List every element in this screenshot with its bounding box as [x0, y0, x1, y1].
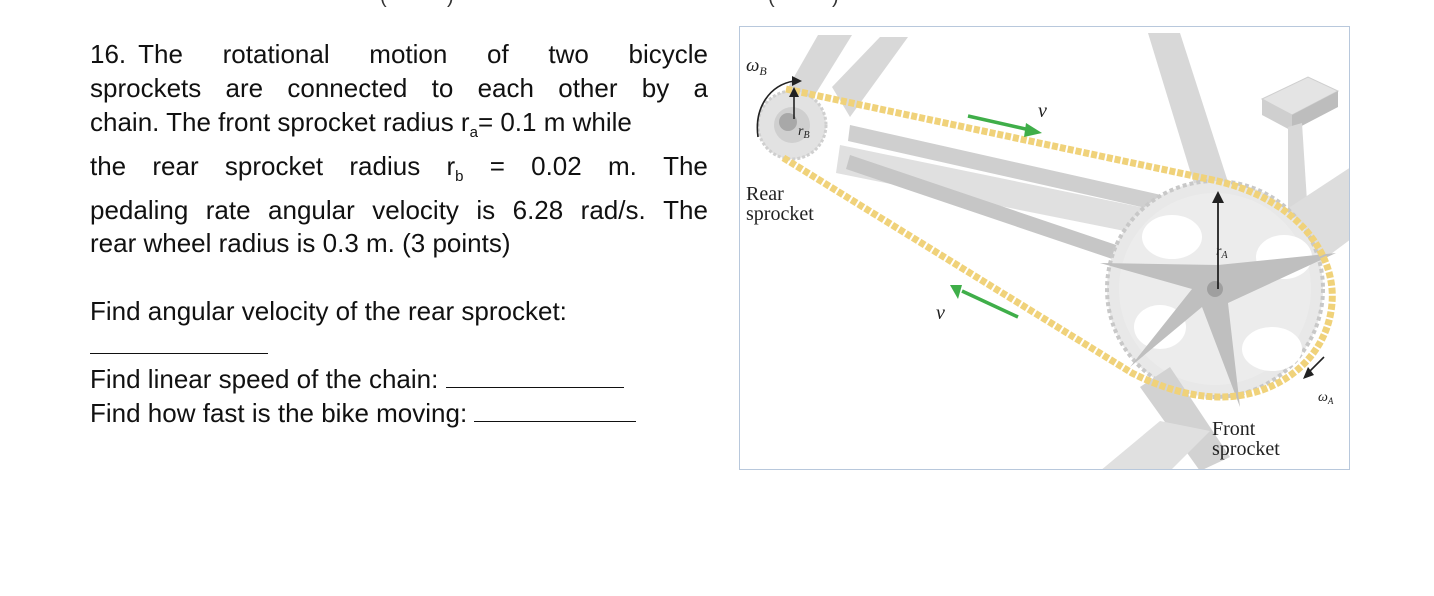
prompt-line-6: rear wheel radius is 0.3 m. (3 points) — [90, 228, 511, 259]
answer-blank-1-row — [90, 329, 708, 363]
prompt-line-2-word: connected — [287, 72, 408, 103]
radius-a-symbol: rA — [1216, 244, 1228, 261]
velocity-symbol-top: v — [1038, 100, 1047, 122]
rb-subscript: b — [455, 167, 464, 185]
radius-a-arrowhead — [1212, 191, 1224, 203]
answer-blank-1[interactable] — [90, 333, 268, 354]
prompt-line-4-word: the — [90, 150, 127, 181]
question-prompt: 16. The rotational motion of two bicycle spro… — [90, 38, 708, 261]
prompt-line-1-word: of — [487, 39, 509, 69]
header-paren-close-2: ) — [832, 0, 839, 8]
prompt-line-1-word: motion — [369, 39, 448, 69]
omega-a-symbol: ωA — [1318, 390, 1334, 406]
part-3-text: Find how fast is the bike moving: — [90, 397, 468, 428]
prompt-line-1-word: rotational — [222, 39, 330, 69]
prompt-line-1-word: bicycle — [628, 39, 708, 69]
prompt-line-1-word: The — [138, 39, 183, 69]
part-bike-speed: Find how fast is the bike moving: — [90, 397, 708, 431]
prompt-line-5-word: The — [663, 194, 708, 225]
front-sprocket-label-1: Front — [1212, 418, 1256, 440]
prompt-line-5-word: rad/s. — [580, 194, 646, 225]
answer-blank-3[interactable] — [474, 401, 637, 422]
prompt-line-4-word: rb — [446, 150, 464, 185]
rear-sprocket-label-1: Rear — [746, 183, 784, 205]
front-radius-value: = 0.1 m while — [477, 106, 632, 137]
prompt-line-2-word: each — [477, 72, 534, 103]
radius-b-arrowhead — [789, 87, 799, 97]
prompt-line-5-word: angular — [268, 194, 355, 225]
prompt-line-4-word: sprocket — [224, 150, 324, 181]
answer-blank-2[interactable] — [445, 367, 624, 388]
ra-subscript: a — [469, 123, 478, 141]
pedal-top — [1260, 76, 1340, 217]
omega-a-arrowhead — [1303, 367, 1314, 379]
front-sprocket — [1100, 179, 1336, 469]
velocity-symbol-bottom: v — [936, 302, 945, 324]
prompt-line-4-word: m. — [607, 150, 637, 181]
front-radius-text: chain. The front sprocket radius r — [90, 106, 470, 137]
prompt-line-3-text: chain. The front sprocket radius ra= 0.1… — [90, 106, 632, 150]
prompt-line-3: chain. The front sprocket radius ra= 0.1… — [90, 106, 708, 150]
prompt-line-5-word: rate — [205, 194, 251, 225]
prompt-line-2-word: by — [641, 72, 670, 103]
question-16: 16. The rotational motion of two bicycle spro… — [90, 38, 708, 431]
prompt-line-2-word: a — [693, 72, 708, 103]
prompt-line-2-word: sprockets — [90, 72, 202, 103]
velocity-arrow-top — [967, 114, 1031, 132]
prompt-line-4-word: = — [489, 150, 505, 181]
prompt-line-1: 16. The rotational motion of two bicycle — [90, 38, 708, 72]
prompt-line-5-word: pedaling — [90, 194, 189, 225]
bike-chain — [780, 85, 1336, 401]
prompt-line-1-word: two — [548, 39, 589, 69]
prompt-line-2-word: are — [225, 72, 264, 103]
header-paren-open-2: ( — [768, 0, 775, 8]
omega-b-arrowhead — [792, 76, 802, 86]
part-1-text: Find angular velocity of the rear sprock… — [90, 296, 567, 327]
prompt-line-5-word: 6.28 — [512, 194, 564, 225]
sprocket-diagram: ωB rB v v rA ωA Rear sprocket Front spro… — [746, 33, 1349, 469]
prompt-line-4-word: 0.02 — [531, 150, 582, 181]
prompt-line-2-word: other — [558, 72, 618, 103]
rear-sprocket — [756, 89, 828, 161]
omega-b-symbol: ωB — [746, 55, 767, 78]
part-angular-velocity: Find angular velocity of the rear sprock… — [90, 295, 708, 329]
sprocket-figure: ωB rB v v rA ωA Rear sprocket Front spro… — [739, 26, 1350, 470]
prompt-line-5: pedaling rate angular velocity is 6.28 rad/s. T… — [90, 194, 708, 228]
question-number: 16. — [90, 39, 127, 69]
part-2-text: Find linear speed of the chain: — [90, 363, 439, 394]
prompt-line-4-word: The — [663, 150, 708, 181]
prompt-line-2-word: to — [431, 72, 454, 103]
velocity-arrowhead-top — [1024, 123, 1042, 137]
header-paren-open-1: ( — [380, 0, 387, 8]
velocity-arrowhead-bottom — [950, 285, 962, 299]
prompt-line-5-word: is — [476, 194, 496, 225]
rear-sprocket-label-2: sprocket — [746, 203, 814, 225]
omega-b-arrow — [756, 80, 795, 138]
radius-b-symbol: rB — [798, 124, 810, 141]
velocity-arrow-bottom — [961, 289, 1019, 319]
part-chain-speed: Find linear speed of the chain: — [90, 363, 708, 397]
prompt-line-5-word: velocity — [372, 194, 459, 225]
prompt-line-4-word: radius — [349, 150, 421, 181]
prompt-line-1-words: The rotational motion of two bicycle — [138, 38, 708, 72]
front-sprocket-label-2: sprocket — [1212, 438, 1280, 460]
prompt-line-4-word: rear — [152, 150, 199, 181]
header-paren-close-1: ) — [447, 0, 454, 8]
